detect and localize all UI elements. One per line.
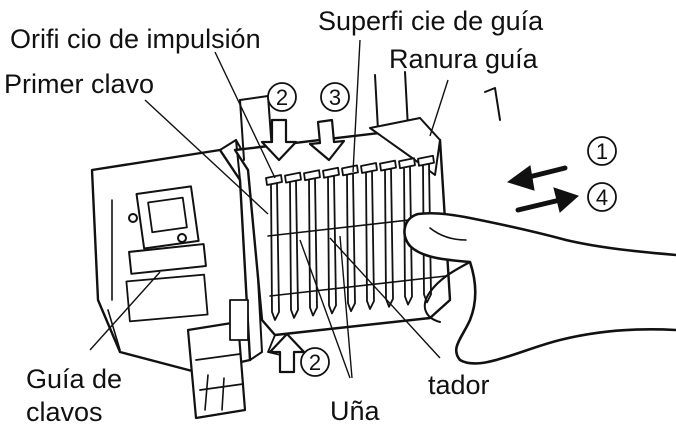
step-arrow-2-bottom [270, 334, 304, 372]
svg-text:4: 4 [596, 185, 608, 210]
label-tador: tador [428, 370, 490, 400]
step-number-4: 4 [588, 183, 616, 211]
step-number-3: 3 [321, 83, 349, 111]
svg-text:1: 1 [596, 139, 608, 164]
label-first-nail: Primer clavo [4, 69, 154, 99]
leader-guide-groove [430, 80, 448, 136]
label-guide-groove: Ranura guía [389, 44, 539, 74]
label-guide-surface: Superfi cie de guía [318, 6, 544, 36]
svg-text:2: 2 [276, 85, 288, 110]
label-nail-guide-line1: Guía de [26, 364, 122, 394]
label-claw: Uña [330, 396, 381, 426]
step-number-2-bottom: 2 [301, 348, 329, 376]
label-driver-orifice: Orifi cio de impulsión [10, 24, 261, 54]
svg-text:3: 3 [329, 85, 341, 110]
svg-text:2: 2 [309, 350, 321, 375]
step-number-1: 1 [588, 137, 616, 165]
label-nail-guide-line2: clavos [26, 397, 103, 427]
step-arrow-4 [518, 188, 578, 212]
step-number-2-top: 2 [268, 83, 296, 111]
step-arrow-1 [508, 166, 565, 190]
